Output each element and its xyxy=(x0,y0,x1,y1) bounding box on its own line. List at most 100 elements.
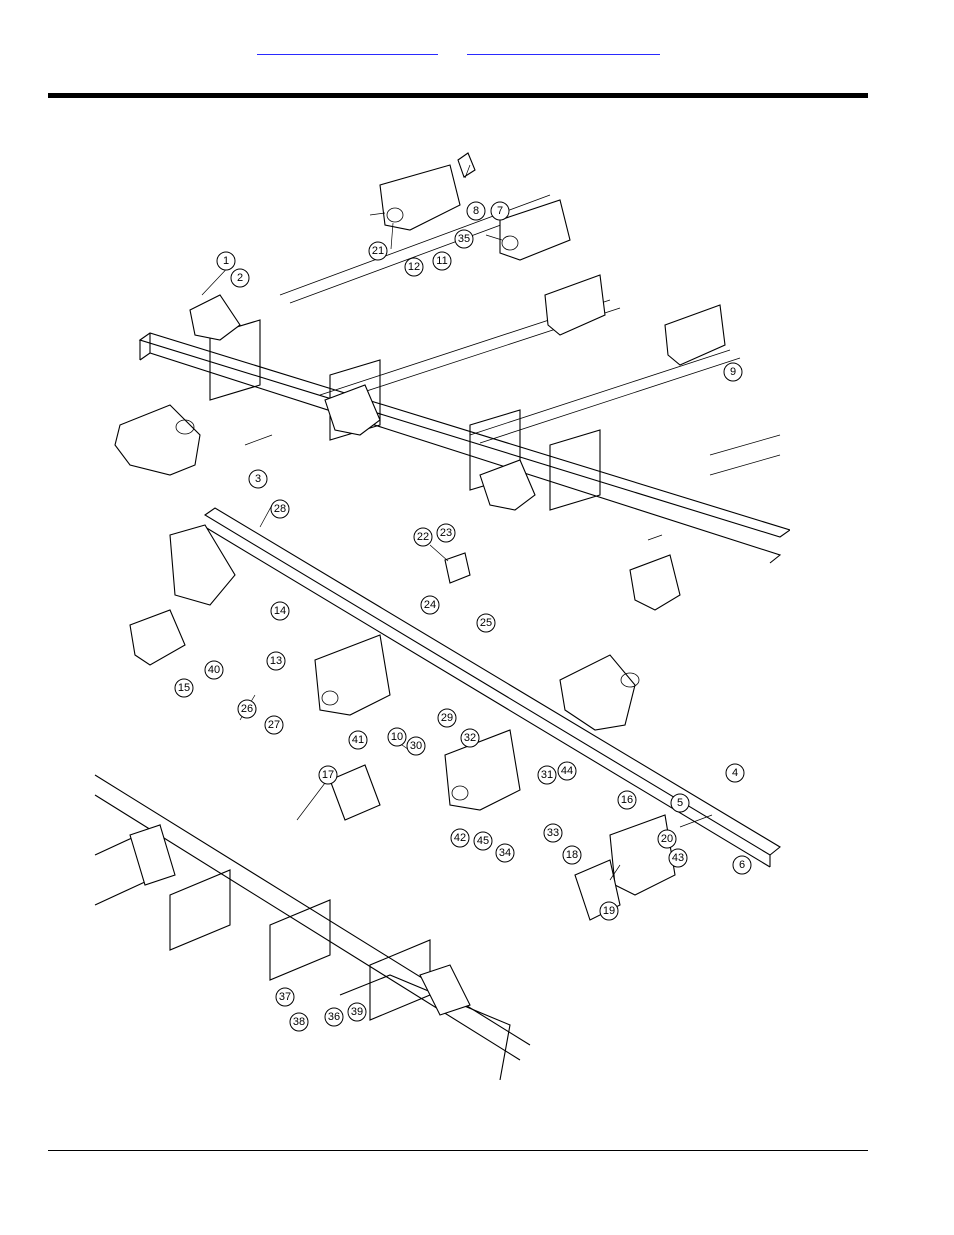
callout-circle xyxy=(476,613,496,633)
callout-circle xyxy=(368,241,388,261)
callout-circle xyxy=(557,761,577,781)
callout-circle xyxy=(230,268,250,288)
header-rule xyxy=(48,93,868,98)
callout-45: 45 xyxy=(473,831,493,851)
callout-circle xyxy=(204,660,224,680)
callout-circle xyxy=(537,765,557,785)
callout-number: 36 xyxy=(328,1011,340,1023)
callout-13: 13 xyxy=(266,651,286,671)
callout-27: 27 xyxy=(264,715,284,735)
callout-number: 19 xyxy=(603,905,615,917)
callout-6: 6 xyxy=(732,855,752,875)
callout-16: 16 xyxy=(617,790,637,810)
callout-28: 28 xyxy=(270,499,290,519)
callout-number: 4 xyxy=(732,767,738,779)
callout-35: 35 xyxy=(454,229,474,249)
callout-number: 5 xyxy=(677,797,683,809)
callout-number: 40 xyxy=(208,664,220,676)
callout-24: 24 xyxy=(420,595,440,615)
callout-number: 41 xyxy=(352,734,364,746)
callout-20: 20 xyxy=(657,829,677,849)
callout-7: 7 xyxy=(490,201,510,221)
callout-number: 21 xyxy=(372,245,384,257)
callout-circle xyxy=(404,257,424,277)
callout-circle xyxy=(437,708,457,728)
callout-30: 30 xyxy=(406,736,426,756)
callout-number: 25 xyxy=(480,617,492,629)
callout-circle xyxy=(347,1002,367,1022)
callout-29: 29 xyxy=(437,708,457,728)
callout-17: 17 xyxy=(318,765,338,785)
callout-circle xyxy=(473,831,493,851)
header-link-right[interactable] xyxy=(467,38,660,55)
callout-8: 8 xyxy=(466,201,486,221)
callout-number: 30 xyxy=(410,740,422,752)
callout-circle xyxy=(420,595,440,615)
footer-rule xyxy=(48,1150,868,1151)
header-link-left[interactable] xyxy=(257,38,438,55)
callout-number: 8 xyxy=(473,205,479,217)
callout-number: 42 xyxy=(454,832,466,844)
callout-circle xyxy=(248,469,268,489)
callout-number: 39 xyxy=(351,1006,363,1018)
callout-12: 12 xyxy=(404,257,424,277)
callout-42: 42 xyxy=(450,828,470,848)
callout-number: 45 xyxy=(477,835,489,847)
callout-21: 21 xyxy=(368,241,388,261)
tube-bar xyxy=(203,507,781,868)
callout-circle xyxy=(562,845,582,865)
callout-circle xyxy=(460,728,480,748)
callout-37: 37 xyxy=(275,987,295,1007)
callout-circle xyxy=(387,727,407,747)
callout-circle xyxy=(413,527,433,547)
callout-circle xyxy=(723,362,743,382)
callout-circle xyxy=(732,855,752,875)
callout-number: 15 xyxy=(178,682,190,694)
callout-number: 29 xyxy=(441,712,453,724)
callout-19: 19 xyxy=(599,901,619,921)
callout-44: 44 xyxy=(557,761,577,781)
callout-number: 18 xyxy=(566,849,578,861)
callout-number: 28 xyxy=(274,503,286,515)
callout-circle xyxy=(174,678,194,698)
callout-3: 3 xyxy=(248,469,268,489)
callout-25: 25 xyxy=(476,613,496,633)
callout-number: 13 xyxy=(270,655,282,667)
callout-40: 40 xyxy=(204,660,224,680)
callout-circle xyxy=(436,523,456,543)
callout-34: 34 xyxy=(495,843,515,863)
callout-22: 22 xyxy=(413,527,433,547)
callout-circle xyxy=(270,601,290,621)
callout-number: 34 xyxy=(499,847,511,859)
callout-number: 38 xyxy=(293,1016,305,1028)
callout-38: 38 xyxy=(289,1012,309,1032)
callout-2: 2 xyxy=(230,268,250,288)
callout-14: 14 xyxy=(270,601,290,621)
callout-number: 9 xyxy=(730,366,736,378)
callout-circle xyxy=(490,201,510,221)
callout-number: 6 xyxy=(739,859,745,871)
callout-number: 31 xyxy=(541,769,553,781)
callout-number: 20 xyxy=(661,833,673,845)
hitch-assemblies xyxy=(129,524,676,921)
callout-4: 4 xyxy=(725,763,745,783)
callout-number: 11 xyxy=(436,255,447,267)
callout-number: 7 xyxy=(497,205,503,217)
callout-number: 26 xyxy=(241,703,253,715)
callout-10: 10 xyxy=(387,727,407,747)
callout-number: 3 xyxy=(255,473,261,485)
callout-circle xyxy=(275,987,295,1007)
callout-9: 9 xyxy=(723,362,743,382)
callout-number: 22 xyxy=(417,531,429,543)
callout-number: 35 xyxy=(458,233,470,245)
callout-number: 24 xyxy=(424,599,436,611)
callout-number: 43 xyxy=(672,852,684,864)
callout-circle xyxy=(450,828,470,848)
callout-circle xyxy=(406,736,426,756)
callout-number: 27 xyxy=(268,719,280,731)
callout-number: 32 xyxy=(464,732,476,744)
callout-circle xyxy=(289,1012,309,1032)
callout-circle xyxy=(725,763,745,783)
